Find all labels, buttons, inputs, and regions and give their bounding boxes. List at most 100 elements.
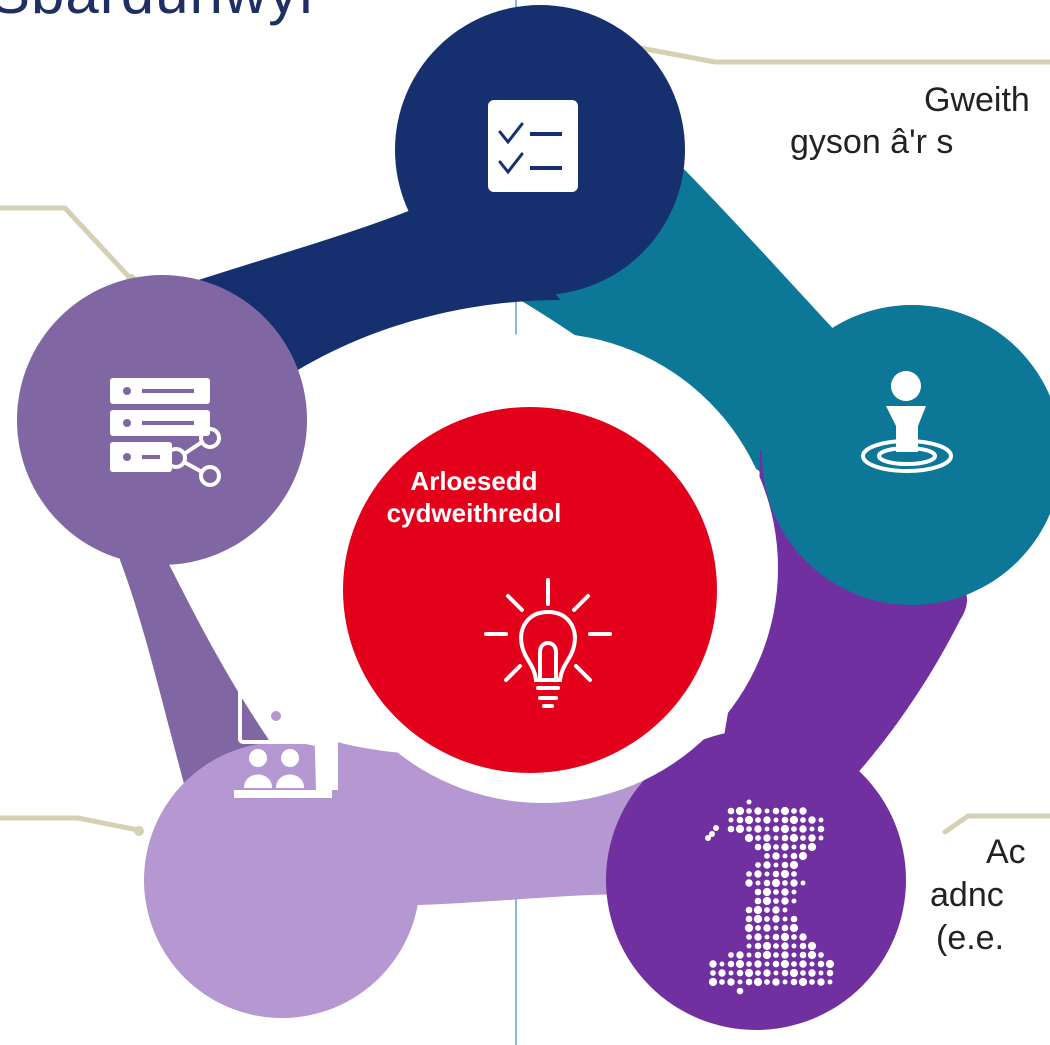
map-dot [773, 889, 779, 895]
map-dot [799, 942, 807, 950]
map-dot [754, 825, 762, 833]
label-bottom-right-line2: adnc [930, 876, 1004, 914]
map-dot [773, 817, 779, 823]
map-dot [799, 825, 807, 833]
map-dot [791, 898, 797, 904]
map-dot [728, 952, 734, 958]
map-dot [746, 934, 752, 940]
map-dot [763, 969, 771, 977]
map-dot [818, 817, 824, 823]
map-dot [780, 869, 790, 879]
map-dot [763, 816, 771, 824]
map-dot [790, 978, 798, 986]
map-dot [745, 906, 753, 914]
map-dot [727, 960, 735, 968]
map-dot [827, 979, 833, 985]
map-dot [817, 960, 825, 968]
label-bottom-right-line3: (e.e. [936, 919, 1005, 957]
map-dot [764, 907, 770, 913]
map-dot [719, 961, 725, 967]
map-dot [727, 978, 735, 986]
map-dot [745, 978, 753, 986]
label-top-right-line1: Gweith [924, 81, 1030, 119]
map-dot [791, 844, 797, 850]
petal-purple [606, 730, 906, 1030]
map-dot [735, 824, 745, 834]
map-dot [773, 943, 779, 949]
map-dot [736, 987, 744, 995]
connector-left-lower [0, 815, 141, 833]
map-dot [754, 843, 762, 851]
map-dot [789, 968, 799, 978]
map-dot [818, 970, 824, 976]
label-bottom-right-2: adnc [930, 875, 1004, 916]
map-dot [782, 853, 788, 859]
map-dot [771, 878, 781, 888]
map-dot [746, 871, 752, 877]
map-dot [755, 970, 761, 976]
map-dot [807, 842, 817, 852]
petal-teal [762, 305, 1050, 605]
map-dot [727, 825, 735, 833]
map-dot [773, 925, 779, 931]
map-dot [791, 943, 797, 949]
checklist-icon [488, 100, 578, 192]
label-bottom-right-3: (e.e. [936, 918, 1004, 959]
map-dot [809, 961, 815, 967]
map-dot [781, 924, 789, 932]
map-dot [809, 979, 815, 985]
map-dot [728, 970, 734, 976]
map-dot [755, 817, 761, 823]
map-dot [735, 806, 745, 816]
map-dot [791, 808, 797, 814]
center-label-line2: cydweithredol [386, 497, 562, 528]
map-dot [781, 897, 789, 905]
map-dot [764, 808, 770, 814]
map-dot [791, 889, 797, 895]
map-dot [781, 834, 789, 842]
map-dot [799, 807, 807, 815]
map-dot [762, 941, 772, 951]
map-dot [789, 833, 799, 843]
map-dot [772, 960, 780, 968]
map-dot [737, 979, 743, 985]
map-dot [708, 977, 718, 987]
map-dot [790, 915, 798, 923]
map-dot [781, 969, 789, 977]
map-dot [754, 951, 762, 959]
map-dot [780, 932, 790, 942]
map-dot [818, 952, 824, 958]
map-dot [789, 815, 799, 825]
map-dot [763, 924, 771, 932]
map-dot [762, 950, 772, 960]
map-dot [736, 951, 744, 959]
map-dot [780, 959, 790, 969]
map-dot [719, 979, 725, 985]
map-dot [799, 951, 807, 959]
map-dot [773, 898, 779, 904]
map-dot [790, 879, 798, 887]
map-dot [772, 825, 780, 833]
map-dot [754, 960, 762, 968]
map-dot [825, 959, 835, 969]
map-dot [745, 915, 753, 923]
map-dot [826, 969, 834, 977]
map-dot [727, 807, 735, 815]
person-target-icon [861, 371, 953, 473]
map-dot [736, 816, 744, 824]
connector-top-right [637, 45, 1050, 65]
map-dot [754, 933, 762, 941]
map-dot [791, 871, 797, 877]
map-dot [791, 952, 797, 958]
label-top-right-2: gyson â'r s [790, 122, 953, 163]
map-dot [746, 799, 752, 805]
map-dot [772, 978, 780, 986]
map-dot [746, 952, 752, 958]
map-dot [710, 970, 716, 976]
map-dot [781, 861, 789, 869]
wales-map-icon [705, 799, 835, 995]
map-dot [798, 851, 808, 861]
map-dot [746, 943, 752, 949]
map-dot [755, 835, 761, 841]
map-dot [754, 942, 762, 950]
